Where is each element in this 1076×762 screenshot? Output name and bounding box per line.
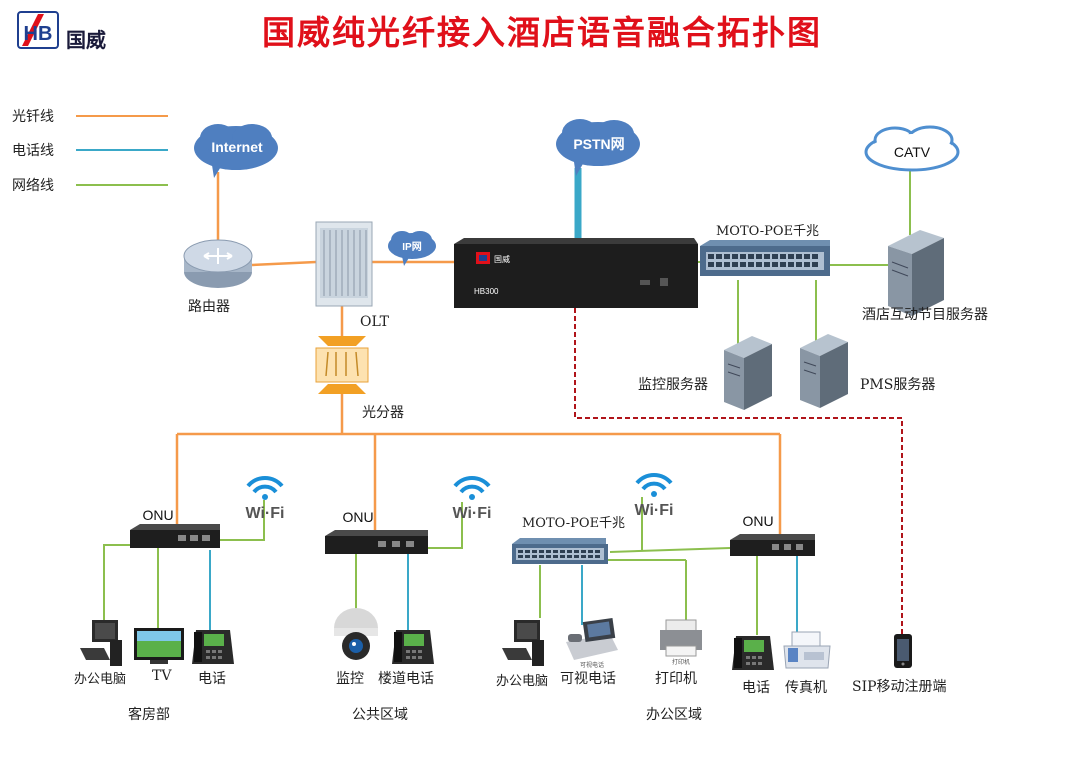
hb300-icon: 国威 HB300 [454,238,698,308]
hb300-brand: 国威 [494,254,510,264]
catv-label: CATV [894,144,931,160]
pstn-label: PSTN网 [573,136,624,152]
logo-mark: HB [24,23,53,45]
camera-icon [334,608,378,660]
public-phone-icon [392,630,434,664]
logo: HB [14,10,62,50]
router-icon [183,239,253,288]
wifi-icon-guest: Wi·Fi [246,475,285,522]
pms-server-icon [800,334,848,408]
onu-label-guest: ONU [142,507,173,523]
wifi-label-office: Wi·Fi [635,502,674,519]
ip-label: IP网 [402,241,421,253]
zone-public-label: 公共区域 [352,707,408,723]
office-phone-label: 电话 [742,680,770,696]
video-phone-icon: 可视电话 [566,618,618,669]
onu-label-public: ONU [342,509,373,525]
internet-cloud-icon: Internet [194,124,278,178]
monitor-server-label: 监控服务器 [638,377,708,393]
legend-network-label: 网络线 [12,178,54,194]
fax-icon [783,631,831,669]
ip-cloud-icon: IP网 [388,231,436,266]
onu-icon-public: ONU [325,509,428,554]
guest-pc-label: 办公电脑 [74,672,127,687]
sip-link [574,308,903,635]
pstn-cloud-icon: PSTN网 [556,119,640,176]
splitter-icon [315,336,369,394]
top-switch-icon [700,240,830,276]
wifi-icon-office: Wi·Fi [635,472,674,519]
wifi-label-public: Wi·Fi [453,505,492,522]
brand-name: 国威 [66,28,106,52]
vod-server-label: 酒店互动节目服务器 [862,307,988,323]
monitor-server-icon [724,336,772,410]
zone-guest-label: 客房部 [128,707,170,723]
guest-phone-icon [192,630,234,664]
catv-cloud-icon: CATV [864,125,960,172]
printer-icon: 打印机 [660,619,702,666]
vod-server-icon [888,230,944,316]
wifi-icon-public: Wi·Fi [453,475,492,522]
onu-icon-office: ONU [730,513,815,556]
olt-icon [315,221,373,307]
office-phone-icon [732,636,774,670]
office-pc-icon [502,620,544,666]
olt-label: OLT [360,314,389,330]
public-phone-label: 楼道电话 [378,671,434,687]
network-links [103,165,911,635]
office-pc-label: 办公电脑 [496,674,549,689]
fax-label: 传真机 [785,680,827,696]
page-title: 国威纯光纤接入酒店语音融合拓扑图 [262,13,822,52]
onu-label-office: ONU [742,513,773,529]
top-switch-label: MOTO-POE千兆 [716,224,820,239]
router-label: 路由器 [188,299,230,315]
zone-office-label: 办公区域 [646,707,702,723]
guest-pc-icon [80,620,122,666]
splitter-label: 光分器 [362,405,404,421]
fiber-links [175,172,782,537]
tv-label: TV [152,668,172,684]
legend-phone-label: 电话线 [12,143,54,159]
sip-label: SIP移动注册端 [852,679,947,695]
sip-mobile-icon [894,634,912,668]
tv-icon [134,628,184,664]
camera-label: 监控 [336,671,364,687]
onu-icon-guest: ONU [130,507,220,548]
wifi-label-guest: Wi·Fi [246,505,285,522]
internet-label: Internet [211,139,263,155]
hb300-model: HB300 [474,287,499,296]
video-phone-label: 可视电话 [560,671,616,687]
pms-server-label: PMS服务器 [860,377,936,393]
guest-phone-label: 电话 [198,671,226,687]
printer-label: 打印机 [655,671,697,687]
legend-fiber-label: 光钎线 [12,109,54,125]
phone-links [209,168,798,640]
office-switch-label: MOTO-POE千兆 [522,516,626,531]
printer-tag: 打印机 [672,658,690,666]
video-phone-tag: 可视电话 [580,661,604,669]
office-switch-icon [512,538,608,564]
